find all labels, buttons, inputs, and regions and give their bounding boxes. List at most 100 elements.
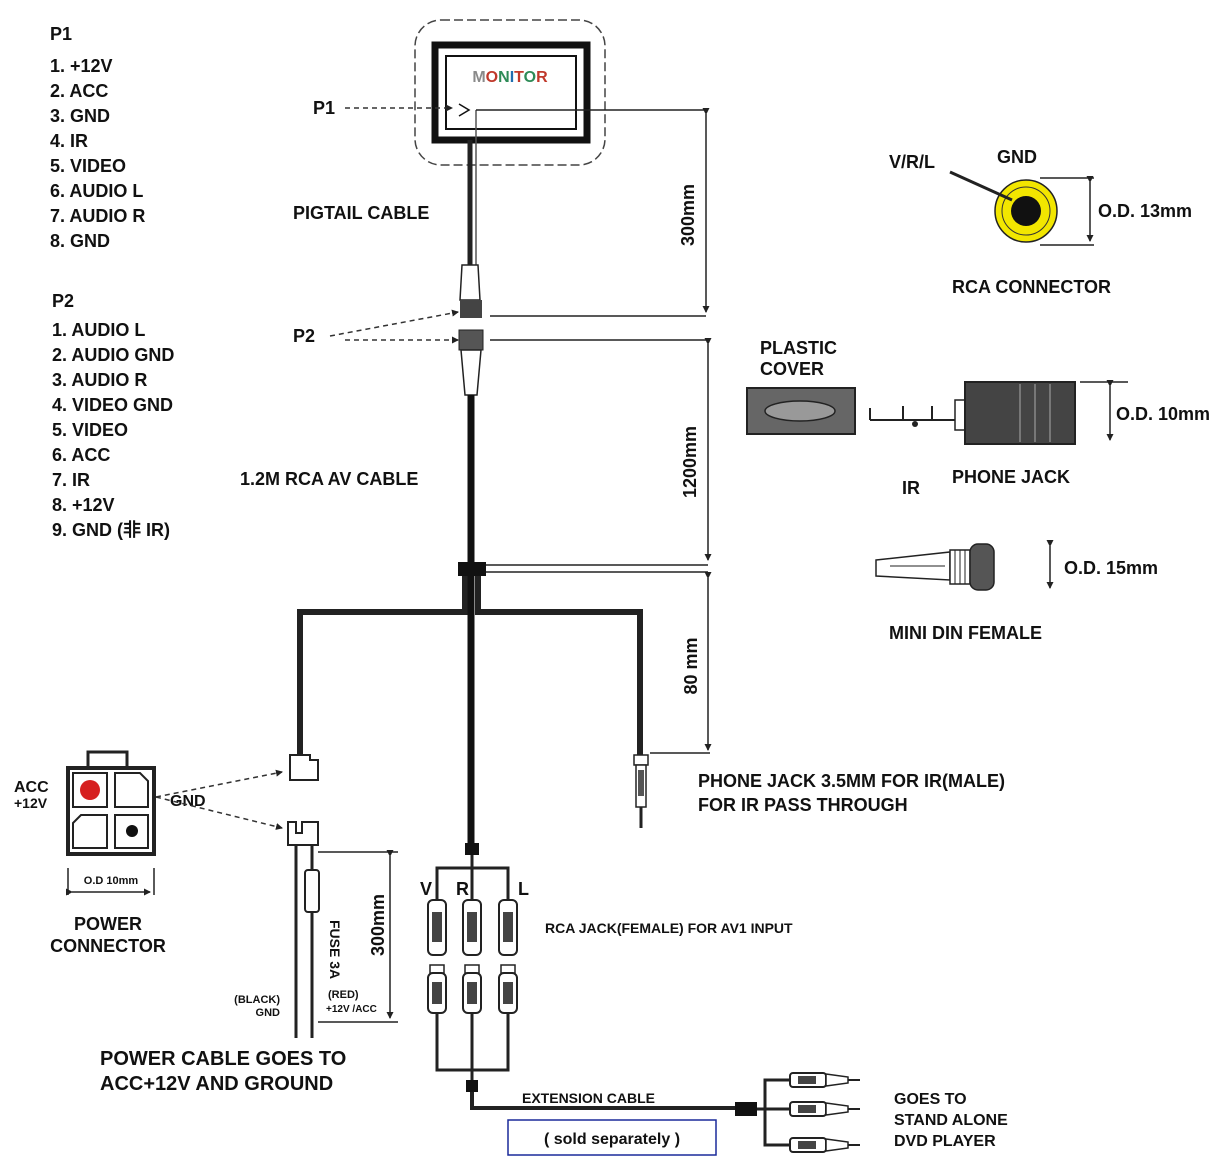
gnd-power-label: GND — [170, 793, 206, 810]
red-wire-acc-label: +12V /ACC — [326, 1004, 377, 1015]
p2-pin-5: 5. VIDEO — [52, 420, 128, 440]
plastic-cover-slot — [764, 400, 836, 422]
p2-title: P2 — [52, 291, 74, 311]
ir-jack-grip — [638, 770, 644, 796]
rca-connector-label: RCA CONNECTOR — [952, 277, 1111, 297]
monitor-label: MONITOR — [472, 69, 548, 86]
jack-v-grip — [432, 912, 442, 942]
ir-branch-cable — [475, 576, 643, 755]
p2-pin-1: 1. AUDIO L — [52, 320, 145, 340]
plastic-cover-line2: COVER — [760, 359, 824, 379]
p1-pin-1: 1. +12V — [50, 56, 113, 76]
ext-out-lower — [757, 1107, 790, 1147]
phone-jack-terminals — [902, 406, 933, 420]
p1-pin-list: P1 1. +12V 2. ACC 3. GND 4. IR 5. VIDEO … — [50, 24, 145, 251]
p1-pin-7: 7. AUDIO R — [50, 206, 145, 226]
plug-l-grip — [503, 982, 513, 1004]
monitor-p1-port — [458, 103, 471, 117]
plug-r-grip — [467, 982, 477, 1004]
dvd-plug-3-tip — [825, 1138, 849, 1152]
p1-pin-2: 2. ACC — [50, 81, 108, 101]
p2-pin-2: 2. AUDIO GND — [52, 345, 174, 365]
p2-socket — [458, 329, 484, 351]
dim-1200-label: 1200mm — [680, 426, 700, 498]
rca-jack-female-label: RCA JACK(FEMALE) FOR AV1 INPUT — [545, 920, 793, 936]
rca-vrl-leader — [949, 170, 1013, 202]
dim-300-label: 300mm — [678, 184, 698, 246]
p1-pin-6: 6. AUDIO L — [50, 181, 143, 201]
plug-v-grip — [432, 982, 442, 1004]
dvd-plug-1-tip — [825, 1073, 849, 1087]
jack-l-female — [498, 899, 518, 956]
p2-pin-7: 7. IR — [52, 470, 90, 490]
ext-join-block — [466, 1080, 478, 1092]
power-od-label: O.D 10mm — [84, 875, 139, 887]
plug-v-tip — [429, 964, 445, 974]
black-wire-gnd-label: GND — [256, 1007, 281, 1019]
p2-pointer-label: P2 — [293, 326, 315, 346]
dimension-fuse-300mm: 300mm — [318, 850, 398, 1023]
phone-jack-label: PHONE JACK — [952, 467, 1070, 487]
power-cable-line1: POWER CABLE GOES TO — [100, 1048, 346, 1070]
dvd-plug-3 — [789, 1137, 860, 1153]
red-wire-label: (RED) — [328, 989, 359, 1001]
dvd-plug-2-grip — [798, 1105, 816, 1113]
ext-split-block — [735, 1102, 757, 1116]
monitor-bezel — [445, 55, 577, 130]
monitor: MONITOR — [414, 19, 606, 166]
sold-separately-label: ( sold separately ) — [544, 1131, 680, 1148]
plus12-label: +12V — [14, 795, 48, 811]
extension-cable-label: EXTENSION CABLE — [522, 1090, 655, 1106]
power-socket-upper — [289, 754, 319, 781]
monitor-letter: N — [498, 69, 510, 86]
rca-av-cable-label: 1.2M RCA AV CABLE — [240, 469, 418, 489]
black-wire-label: (BLACK) — [234, 994, 280, 1006]
p1-pin-3: 3. GND — [50, 106, 110, 126]
rca-vrl-label: V/R/L — [889, 152, 935, 172]
p2-pin-8: 8. +12V — [52, 495, 115, 515]
power-connector-label-line1: POWER — [74, 914, 142, 934]
goes-to-line1: GOES TO — [894, 1091, 967, 1108]
extension-cable — [470, 1092, 735, 1110]
jack-l-label: L — [518, 879, 529, 899]
power-socket-lower — [287, 821, 319, 846]
goes-to-line3: DVD PLAYER — [894, 1133, 996, 1150]
phone-jack-neck — [954, 399, 966, 431]
jack-r-grip — [467, 912, 477, 942]
monitor-letter: M — [472, 69, 485, 86]
pin-cell-bottom-left — [72, 814, 108, 849]
dimension-1200mm: 1200mm — [490, 338, 712, 561]
rca-od-label: O.D. 13mm — [1098, 201, 1192, 221]
rca-inner-ring — [1001, 186, 1051, 236]
dimension-300mm: 300mm — [476, 108, 710, 317]
plug-v-male — [427, 964, 447, 1014]
p1-pointer-label: P1 — [313, 98, 335, 118]
power-connector-label-line2: CONNECTOR — [50, 936, 166, 956]
phone-jack-lead — [869, 408, 955, 421]
p1-pin-4: 4. IR — [50, 131, 88, 151]
phone-jack-ir-terminal — [912, 421, 918, 427]
dvd-plug-2 — [789, 1101, 860, 1117]
mini-din-head — [969, 543, 995, 591]
dvd-plug-2-tip — [825, 1102, 849, 1116]
ir-jack-collar — [633, 754, 649, 766]
mini-din-female — [875, 540, 1054, 591]
dimension-80mm: 80 mm — [650, 572, 712, 754]
monitor-letter: R — [536, 69, 548, 86]
acc-pin — [80, 780, 100, 800]
l-lead — [470, 855, 510, 900]
power-pointer-arrow-top — [155, 769, 283, 798]
p2-plug-body — [460, 300, 482, 318]
rca-gnd-label: GND — [997, 147, 1037, 167]
fuse-holder — [304, 869, 320, 913]
jack-v-label: V — [420, 879, 432, 899]
pin-cell-top-right — [114, 772, 149, 808]
ext-out-upper — [757, 1078, 790, 1111]
power-branch-cable — [297, 576, 468, 755]
phone-od-label: O.D. 10mm — [1116, 404, 1210, 424]
power-connector-latch — [86, 750, 129, 768]
p1-title: P1 — [50, 24, 72, 44]
p2-pin-4: 4. VIDEO GND — [52, 395, 173, 415]
jack-r-female — [462, 899, 482, 956]
